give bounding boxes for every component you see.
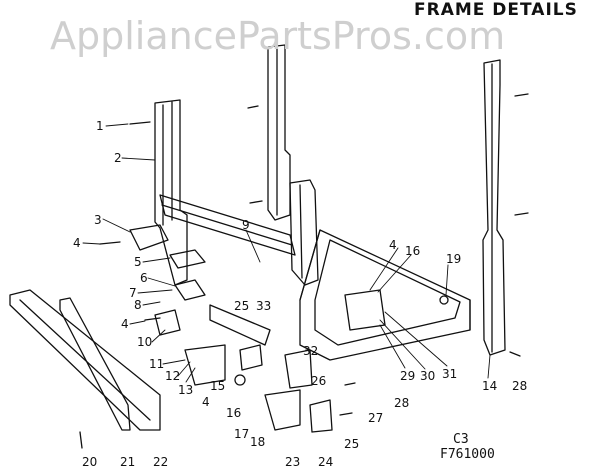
callout-25: 25	[344, 437, 359, 451]
callout-13: 13	[178, 383, 193, 397]
callout-labels: 1 2 3 4 5 6 7 8 4 10 11 12 13 4 15 16 17…	[73, 119, 527, 469]
callout-16: 16	[226, 406, 241, 420]
right-upright-part	[482, 59, 506, 356]
callout-28: 28	[512, 379, 527, 393]
center-upright-part	[267, 44, 291, 221]
callout-31: 31	[442, 367, 457, 381]
callout-27: 27	[368, 411, 383, 425]
callout-16: 16	[405, 244, 420, 258]
callout-5: 5	[134, 255, 142, 269]
front-rail-part	[9, 289, 161, 431]
callout-26: 26	[311, 374, 326, 388]
callout-10: 10	[137, 335, 152, 349]
figure-number: F761000	[440, 447, 495, 462]
callout-6: 6	[140, 271, 148, 285]
callout-15: 15	[210, 379, 225, 393]
page-title: FRAME DETAILS	[414, 0, 578, 20]
callout-14: 14	[482, 379, 497, 393]
leader-lines	[82, 123, 491, 383]
callout-33: 33	[256, 299, 271, 313]
base-frame-part	[299, 229, 471, 361]
callout-22: 22	[153, 455, 168, 469]
callout-19: 19	[446, 252, 461, 266]
screw-parts	[79, 93, 529, 449]
callout-9: 9	[242, 218, 250, 232]
callout-30: 30	[420, 369, 435, 383]
callout-32: 32	[303, 344, 318, 358]
callout-2: 2	[114, 151, 122, 165]
callout-8: 8	[134, 298, 142, 312]
figure-code: C3	[453, 432, 469, 447]
callout-1: 1	[96, 119, 104, 133]
callout-4: 4	[202, 395, 210, 409]
callout-24: 24	[318, 455, 333, 469]
callout-4: 4	[121, 317, 129, 331]
callout-20: 20	[82, 455, 97, 469]
watermark: AppliancePartsPros.com	[50, 14, 506, 58]
callout-7: 7	[129, 286, 137, 300]
callout-4: 4	[73, 236, 81, 250]
callout-3: 3	[94, 213, 102, 227]
callout-28: 28	[394, 396, 409, 410]
callout-11: 11	[149, 357, 164, 371]
callout-17: 17	[234, 427, 249, 441]
crossbar-part	[159, 194, 296, 256]
callout-12: 12	[165, 369, 180, 383]
callout-29: 29	[400, 369, 415, 383]
callout-21: 21	[120, 455, 135, 469]
callout-23: 23	[285, 455, 300, 469]
callout-18: 18	[250, 435, 265, 449]
rear-upright-part	[289, 179, 319, 286]
callout-4: 4	[389, 238, 397, 252]
callout-25: 25	[234, 299, 249, 313]
